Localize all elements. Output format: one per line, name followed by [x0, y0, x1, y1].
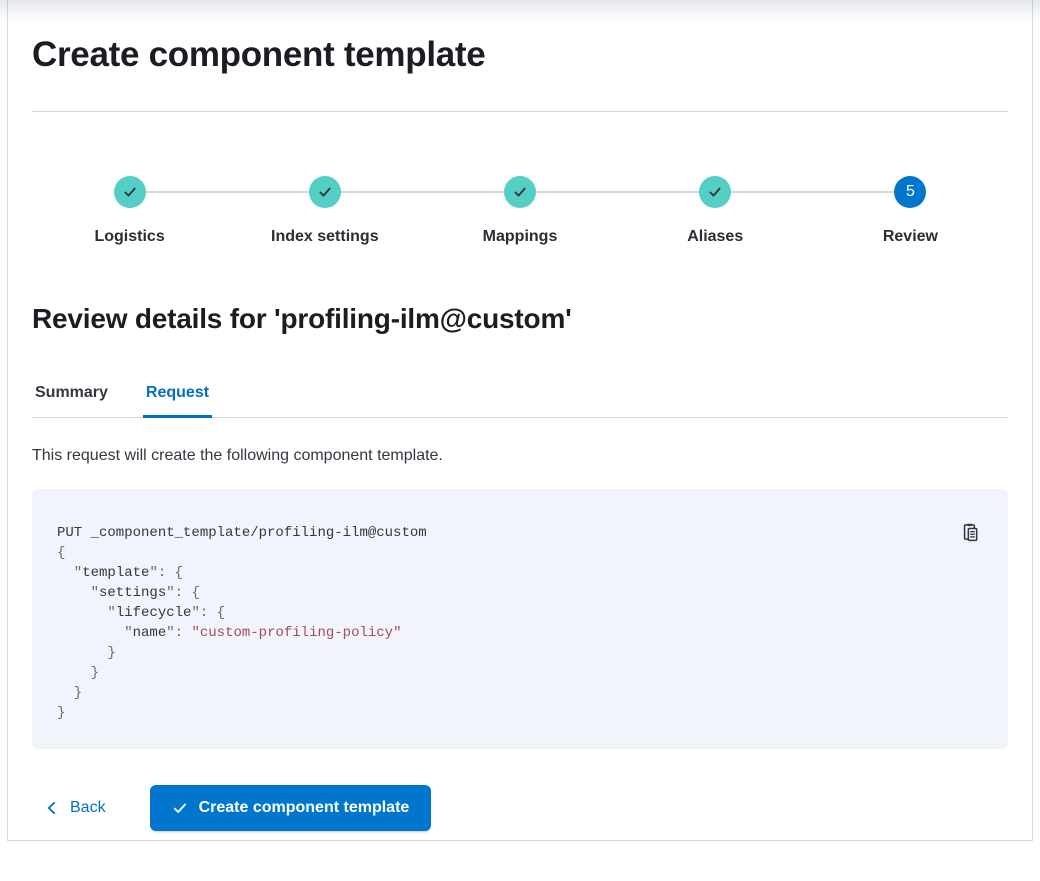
code-block: PUT _component_template/profiling-ilm@cu…: [32, 489, 1008, 749]
copy-button[interactable]: [957, 519, 984, 546]
code-line: "name": "custom-profiling-policy": [57, 625, 402, 641]
copy-clipboard-icon: [963, 523, 978, 542]
tab-request[interactable]: Request: [142, 382, 213, 418]
step-logistics[interactable]: Logistics: [32, 176, 227, 247]
check-icon: [514, 187, 526, 197]
tabs: Summary Request: [32, 382, 1008, 418]
page-title: Create component template: [32, 35, 486, 74]
review-heading: Review details for 'profiling-ilm@custom…: [32, 303, 572, 334]
step-label: Logistics: [94, 228, 165, 245]
request-description: This request will create the following c…: [32, 447, 443, 464]
tab-summary[interactable]: Summary: [32, 382, 111, 417]
code-line: }: [57, 665, 100, 681]
step-check-badge: [113, 176, 146, 208]
code-line: {: [57, 545, 66, 561]
code-line: }: [57, 685, 83, 701]
code-line: }: [57, 705, 66, 721]
code-line: "template": {: [57, 565, 184, 581]
step-check-badge: [504, 176, 536, 208]
step-label: Review: [882, 228, 938, 245]
step-index-settings[interactable]: Index settings: [227, 176, 422, 247]
check-icon: [319, 187, 331, 197]
code-line: "lifecycle": {: [57, 605, 226, 621]
step-label: Aliases: [687, 228, 744, 245]
back-label: Back: [70, 799, 106, 816]
check-icon: [124, 187, 136, 197]
step-check-badge: [699, 176, 732, 208]
step-number-badge: 5: [894, 176, 927, 208]
footer-actions: Back Create component template: [32, 785, 1008, 831]
code-line: PUT _component_template/profiling-ilm@cu…: [57, 525, 427, 541]
code-line: "settings": {: [57, 585, 200, 601]
title-divider: [32, 111, 1008, 112]
back-button[interactable]: Back: [32, 785, 118, 831]
step-aliases[interactable]: Aliases: [618, 176, 813, 247]
code-content: PUT _component_template/profiling-ilm@cu…: [57, 523, 984, 723]
create-component-template-button[interactable]: Create component template: [149, 785, 432, 831]
step-label: Mappings: [482, 228, 558, 245]
step-mappings[interactable]: Mappings: [422, 176, 617, 247]
check-icon: [709, 187, 721, 197]
submit-label: Create component template: [198, 799, 410, 816]
content-panel: Create component template Logistics Index…: [7, 0, 1033, 841]
code-line: }: [57, 645, 116, 661]
check-icon: [173, 803, 186, 813]
step-label: Index settings: [271, 228, 379, 245]
step-check-badge: [308, 176, 341, 208]
chevron-left-icon: [47, 801, 56, 815]
